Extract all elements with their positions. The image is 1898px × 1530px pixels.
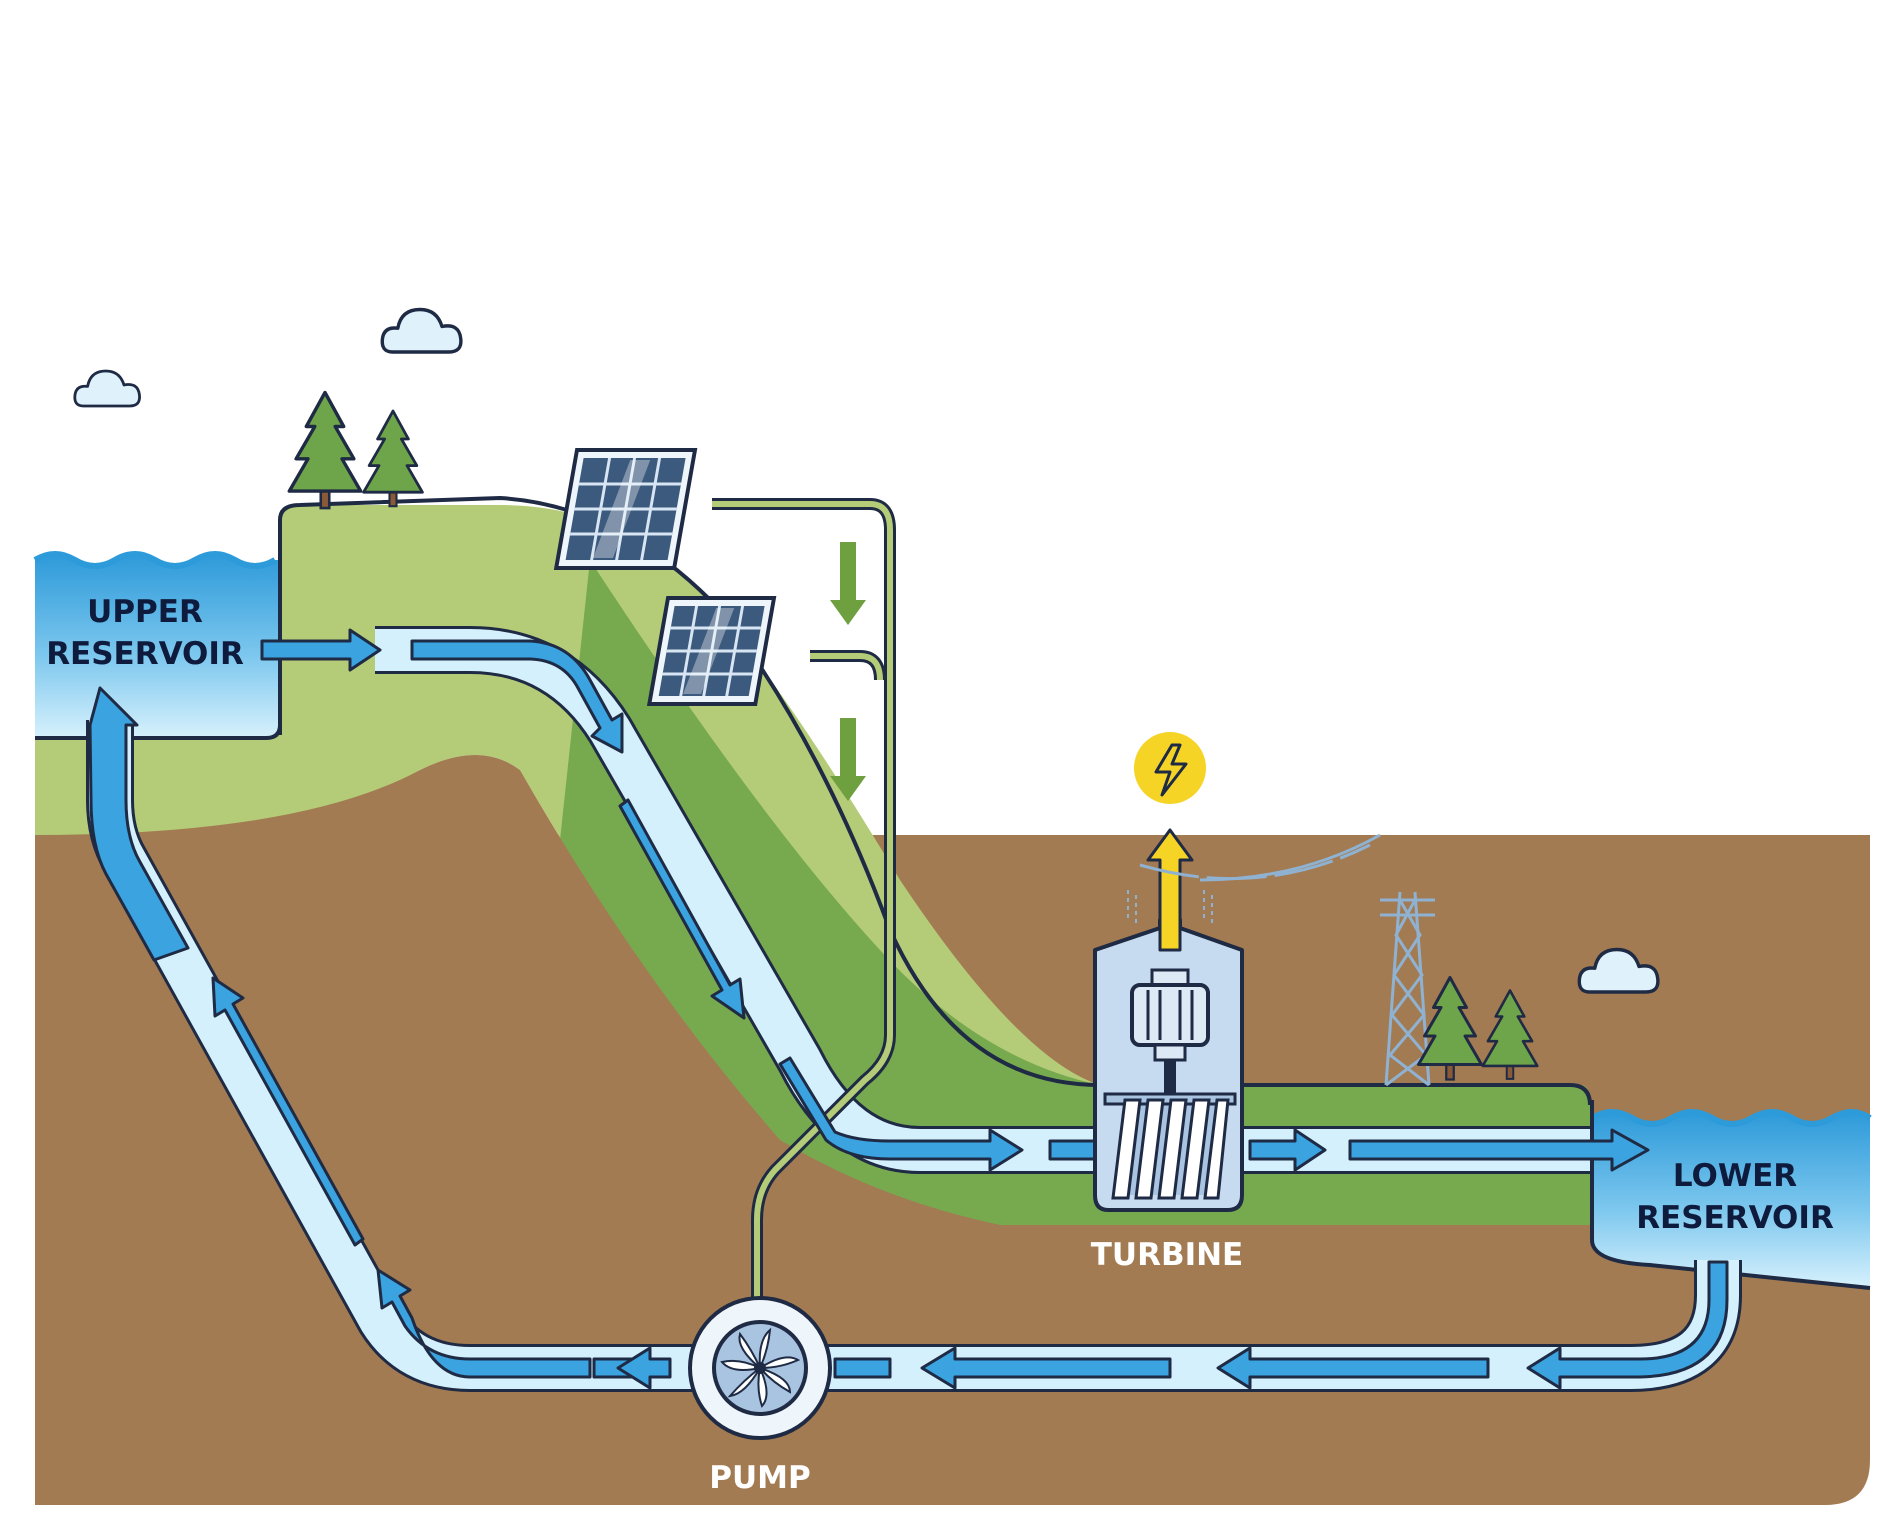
flow-arrow [778, 1056, 1024, 1172]
solar-panel-icon [646, 596, 777, 706]
upper-reservoir: UPPER RESERVOIR [33, 520, 282, 740]
left-grass-band [35, 505, 1580, 1225]
flow-arrow [618, 798, 746, 1020]
solar-panels [553, 448, 777, 706]
flow-arrow [88, 686, 190, 962]
upper-reservoir-label-line1: UPPER [87, 594, 203, 630]
flow-arrow [410, 639, 624, 754]
power-flow-arrows [830, 542, 866, 801]
pump-label: PUMP [709, 1460, 810, 1496]
down-arrow-icon [830, 718, 866, 801]
power-lines [1139, 833, 1381, 882]
energy-output [1127, 732, 1213, 952]
lower-reservoir-label-line2: RESERVOIR [1636, 1200, 1834, 1236]
turbine-blades-icon [1103, 1092, 1237, 1200]
flow-arrow [376, 1268, 592, 1379]
hill-outline [278, 495, 1592, 1106]
flow-arrow [833, 1357, 892, 1379]
pine-tree-icon [362, 409, 424, 508]
solar-panel-icon [553, 448, 698, 570]
turbine-house: TURBINE [1091, 918, 1244, 1273]
flow-arrow [1216, 1346, 1490, 1390]
up-arrow-icon [1146, 828, 1194, 952]
flow-arrow [920, 1346, 1172, 1390]
turbine-label: TURBINE [1091, 1237, 1243, 1273]
fan-icon [720, 1327, 801, 1408]
lower-reservoir: LOWER RESERVOIR [1590, 1100, 1872, 1290]
generator-icon [1130, 968, 1210, 1095]
flow-arrow [1248, 1128, 1327, 1172]
cloud-icon [73, 369, 141, 408]
upper-reservoir-label-line2: RESERVOIR [46, 636, 244, 672]
lower-reservoir-label-line1: LOWER [1673, 1158, 1797, 1194]
cloud-icon [380, 307, 463, 354]
down-arrow-icon [830, 542, 866, 625]
flow-arrow [616, 1346, 672, 1390]
flow-arrow [260, 628, 382, 672]
flow-arrow [1348, 1128, 1650, 1172]
pine-tree-icon [287, 390, 363, 510]
flow-arrow [1526, 1260, 1729, 1390]
pump: PUMP [688, 1296, 832, 1496]
inner-soil-hump [35, 755, 1590, 1505]
flow-arrow [211, 976, 365, 1247]
flow-arrows [88, 628, 1729, 1390]
